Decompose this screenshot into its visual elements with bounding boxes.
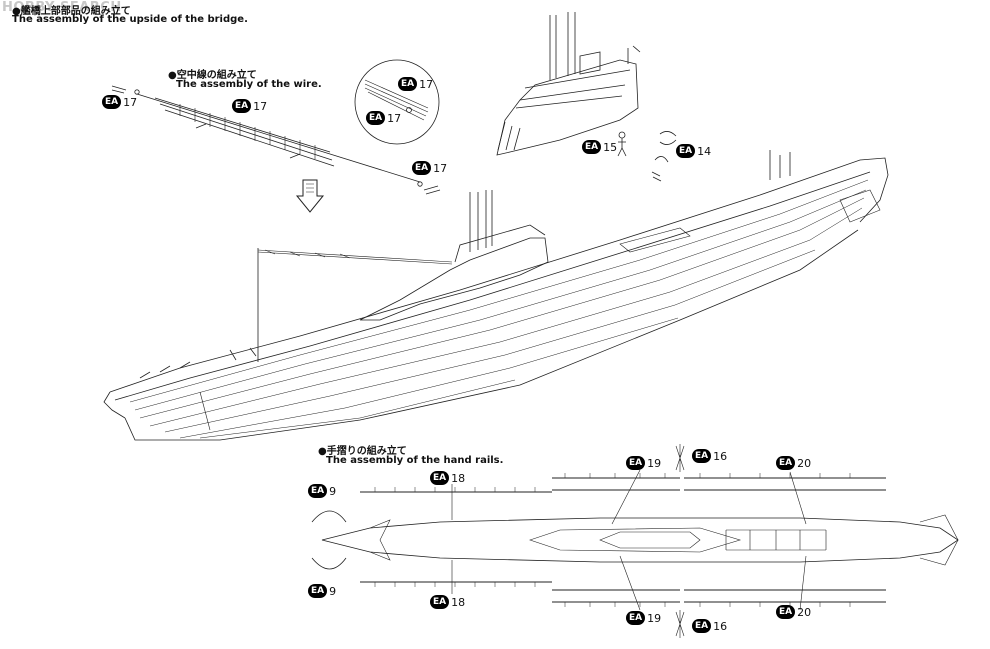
- callout-rail-19-bottom: EA 19: [626, 611, 661, 625]
- part-number: 17: [123, 95, 138, 109]
- part-badge: EA: [412, 161, 432, 175]
- wire-detail-zoom: [354, 59, 440, 145]
- part-number: 14: [697, 144, 712, 158]
- part-badge: EA: [582, 140, 602, 154]
- callout-rail-19-top: EA 19: [626, 456, 661, 470]
- callout-rail-18-top: EA 18: [430, 471, 465, 485]
- part-badge: EA: [692, 619, 712, 633]
- part-number: 20: [797, 605, 812, 619]
- handrail-top-view: [311, 444, 959, 638]
- bridge-detail-drawing: [496, 12, 677, 182]
- part-number: 17: [419, 77, 434, 91]
- callout-bridge-14: EA 14: [676, 144, 711, 158]
- wire-title-en: The assembly of the wire.: [176, 79, 322, 90]
- part-number: 16: [713, 619, 728, 633]
- part-badge: EA: [102, 95, 122, 109]
- watermark: HOBBY SEARCH: [2, 0, 122, 15]
- part-badge: EA: [430, 595, 450, 609]
- part-badge: EA: [308, 484, 328, 498]
- part-badge: EA: [776, 605, 796, 619]
- part-badge: EA: [366, 111, 386, 125]
- callout-zoom-bottom: EA 17: [366, 111, 401, 125]
- part-number: 20: [797, 456, 812, 470]
- part-number: 9: [329, 584, 337, 598]
- callout-rail-9-bottom: EA 9: [308, 584, 336, 598]
- part-number: 16: [713, 449, 728, 463]
- bridge-title-en: The assembly of the upside of the bridge…: [12, 14, 248, 25]
- callout-rail-9-top: EA 9: [308, 484, 336, 498]
- callout-rail-20-bottom: EA 20: [776, 605, 811, 619]
- part-number: 17: [253, 99, 268, 113]
- callout-bridge-15: EA 15: [582, 140, 617, 154]
- part-badge: EA: [692, 449, 712, 463]
- wire-assembly-drawing: [111, 85, 441, 213]
- part-number: 18: [451, 471, 466, 485]
- part-number: 9: [329, 484, 337, 498]
- part-number: 17: [387, 111, 402, 125]
- handrail-title-en: The assembly of the hand rails.: [326, 455, 504, 466]
- part-badge: EA: [626, 611, 646, 625]
- callout-zoom-top: EA 17: [398, 77, 433, 91]
- callout-wire-left: EA 17: [102, 95, 137, 109]
- part-badge: EA: [676, 144, 696, 158]
- part-number: 19: [647, 456, 662, 470]
- part-badge: EA: [776, 456, 796, 470]
- part-badge: EA: [398, 77, 418, 91]
- callout-rail-18-bottom: EA 18: [430, 595, 465, 609]
- bridge-title-jp: ●艦橋上部部品の組み立て: [12, 6, 131, 17]
- submarine-hull: [103, 150, 889, 441]
- callout-rail-20-top: EA 20: [776, 456, 811, 470]
- callout-wire-right: EA 17: [412, 161, 447, 175]
- part-badge: EA: [232, 99, 252, 113]
- part-badge: EA: [308, 584, 328, 598]
- callout-rail-16-top: EA 16: [692, 449, 727, 463]
- part-number: 19: [647, 611, 662, 625]
- handrail-title-jp: ●手摺りの組み立て: [318, 446, 407, 457]
- part-number: 17: [433, 161, 448, 175]
- part-badge: EA: [430, 471, 450, 485]
- callout-rail-16-bottom: EA 16: [692, 619, 727, 633]
- part-number: 15: [603, 140, 618, 154]
- wire-title-jp: ●空中線の組み立て: [168, 70, 257, 81]
- part-number: 18: [451, 595, 466, 609]
- callout-wire-mid: EA 17: [232, 99, 267, 113]
- part-badge: EA: [626, 456, 646, 470]
